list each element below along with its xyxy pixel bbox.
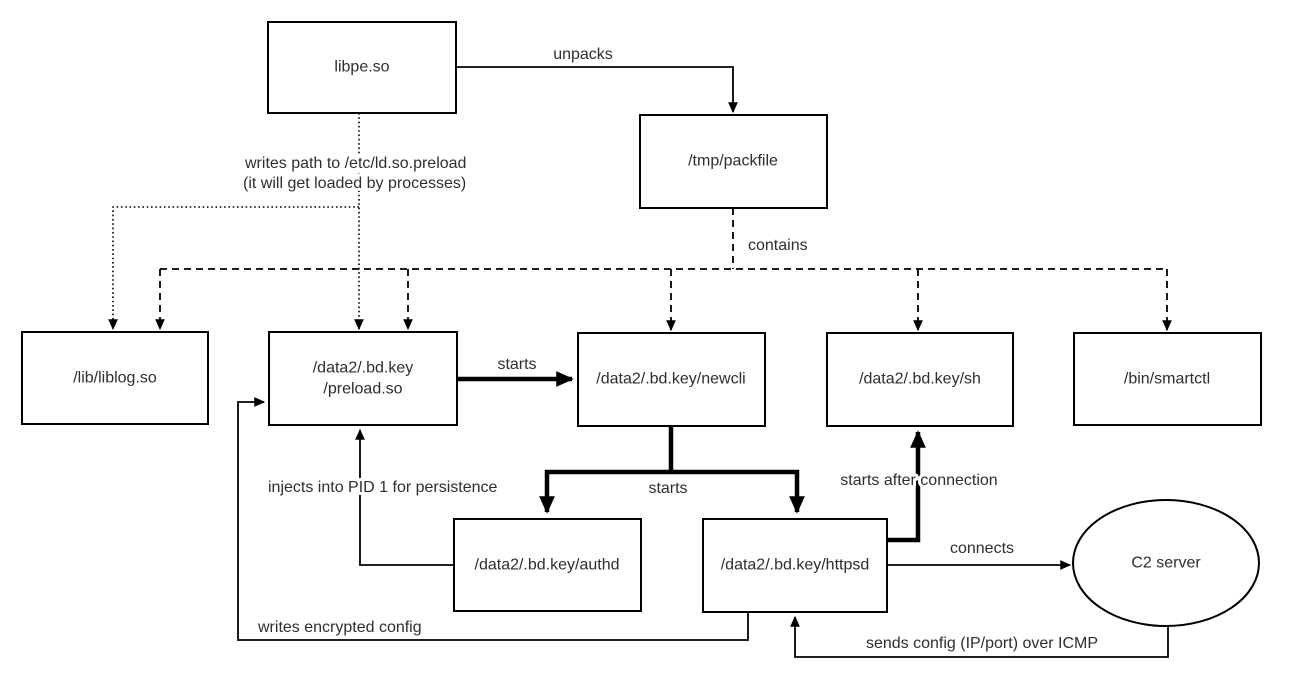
edge-label-starts-children: starts [648, 480, 687, 497]
edge-sends-config-icmp [790, 615, 1169, 658]
edge-writes-encrypted-config [237, 397, 749, 641]
edge-starts-httpsd [671, 469, 805, 514]
node-newcli: /data2/.bd.key/newcli [577, 332, 766, 427]
edge-label-starts-after: starts after connection [840, 472, 997, 489]
edge-label-injects: injects into PID 1 for persistence [268, 479, 498, 496]
edge-label-starts-newcli: starts [497, 356, 536, 373]
node-authd: /data2/.bd.key/authd [453, 518, 642, 612]
edges-layer [108, 66, 1172, 658]
node-preload-label-line2: /preload.so [323, 381, 402, 398]
node-httpsd: /data2/.bd.key/httpsd [702, 518, 888, 613]
edge-label-writes-config: writes encrypted config [257, 619, 422, 636]
node-authd-label: /data2/.bd.key/authd [475, 557, 620, 574]
edge-writes-path-to-liblog [108, 206, 359, 331]
node-liblog-label: /lib/liblog.so [73, 370, 157, 387]
node-httpsd-label: /data2/.bd.key/httpsd [721, 557, 870, 574]
node-c2-server: C2 server [1072, 499, 1260, 627]
node-smartctl-label: /bin/smartctl [1124, 371, 1210, 388]
edge-label-sends-config: sends config (IP/port) over ICMP [866, 635, 1098, 652]
node-smartctl: /bin/smartctl [1073, 332, 1262, 426]
node-preload-label-line1: /data2/.bd.key [313, 360, 414, 377]
node-libpe-label: libpe.so [334, 59, 389, 76]
node-libpe: libpe.so [267, 21, 457, 114]
node-newcli-label: /data2/.bd.key/newcli [596, 371, 745, 388]
edge-starts-after-connection [887, 430, 926, 543]
edge-unpacks [456, 66, 738, 114]
edge-label-writes-path-line1: writes path to /etc/ld.so.preload [244, 155, 466, 172]
edge-label-unpacks: unpacks [553, 46, 613, 63]
edge-injects-pid1 [355, 428, 454, 566]
edge-starts-authd [539, 469, 671, 514]
edge-labels-layer: unpacks writes path to /etc/ld.so.preloa… [240, 43, 1101, 655]
node-sh-label: /data2/.bd.key/sh [859, 371, 981, 388]
node-liblog: /lib/liblog.so [21, 331, 209, 425]
node-c2-label: C2 server [1131, 555, 1201, 572]
edge-label-connects: connects [950, 540, 1014, 557]
edge-label-contains: contains [748, 237, 808, 254]
node-packfile: /tmp/packfile [639, 114, 828, 209]
nodes-layer: libpe.so /tmp/packfile /lib/liblog.so /d… [21, 21, 1262, 627]
node-preload: /data2/.bd.key /preload.so [268, 331, 458, 426]
node-packfile-label: /tmp/packfile [688, 153, 778, 170]
edge-label-writes-path-line2: (it will get loaded by processes) [243, 175, 466, 192]
node-sh: /data2/.bd.key/sh [826, 332, 1014, 427]
